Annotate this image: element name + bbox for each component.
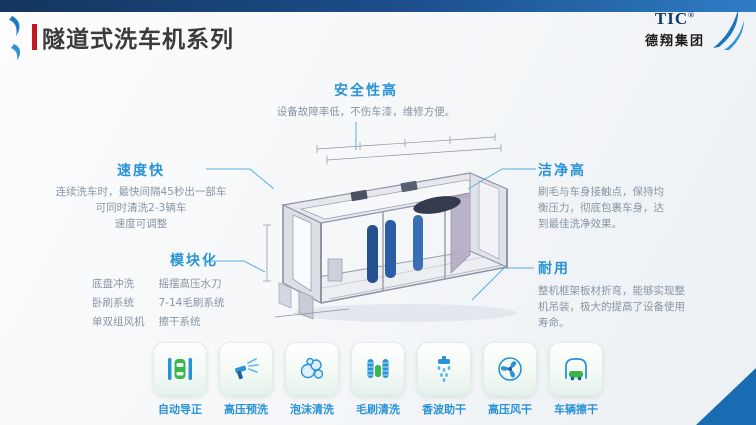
feature-air-dry: 高压风干 [481, 342, 539, 417]
wipe-dry-icon [549, 342, 603, 396]
callout-modular-title: 模块化 [170, 253, 218, 269]
feature-label: 高压风干 [488, 403, 532, 416]
callout-clean: 洁净高 刷毛与车身接触点，保持均衡压力，彻底包裹车身，达到最佳洗净效果。 [538, 160, 674, 232]
feature-pre-wash: 高压预洗 [217, 342, 275, 417]
feature-label: 自动导正 [158, 403, 202, 416]
brand-logo-text: TIC® 德翔集团 [645, 9, 705, 49]
feature-label: 毛刷清洗 [356, 403, 400, 416]
feature-auto-align: 自动导正 [151, 342, 209, 417]
decorative-marks [6, 14, 28, 70]
callout-speed-line-3: 速度可调整 [114, 217, 168, 230]
auto-align-icon [153, 342, 207, 396]
modular-item: 摇摆高压水刀 [158, 278, 222, 290]
callout-safety-body: 设备故障率低，不伤车漆，维修方便。 [276, 106, 456, 118]
title-accent-bar [32, 24, 37, 50]
feature-brush-wash: 毛刷清洗 [349, 342, 407, 417]
callout-clean-title: 洁净高 [538, 163, 586, 179]
corner-accent-triangle [696, 368, 756, 425]
feature-wipe-dry: 车辆擦干 [547, 342, 605, 417]
feature-label: 香波助干 [422, 403, 466, 416]
brand-name: TIC® [654, 9, 696, 28]
callout-speed-title: 速度快 [117, 163, 165, 179]
callout-speed: 速度快 连续洗车时，最快间隔45秒出一部车 可同时清洗2-3辆车 速度可调整 [55, 160, 227, 232]
modular-item: 7-14毛刷系统 [158, 297, 225, 309]
machine-diagram [263, 133, 517, 322]
callout-speed-line-2: 可同时清洗2-3辆车 [95, 201, 187, 214]
callout-speed-line-1: 连续洗车时，最快间隔45秒出一部车 [55, 186, 227, 198]
page-title: 隧道式洗车机系列 [42, 27, 234, 53]
brand-swoosh-icon [713, 10, 744, 50]
registered-mark: ® [688, 10, 696, 20]
callout-durable-title: 耐用 [538, 261, 570, 277]
modular-item: 底盘冲洗 [92, 278, 134, 290]
top-accent-bar [0, 0, 756, 12]
modular-item: 擦干系统 [158, 316, 201, 328]
brush-wash-icon [351, 342, 405, 396]
feature-label: 车辆擦干 [554, 403, 598, 416]
feature-shampoo-dry: 香波助干 [415, 342, 473, 417]
brand-company-name: 德翔集团 [644, 34, 705, 49]
feature-label: 泡沫清洗 [290, 403, 334, 416]
callout-durable-body: 整机框架板材折弯，能够实现整机吊装，极大的提高了设备使用寿命。 [538, 285, 685, 329]
brand-logo: TIC® 德翔集团 [645, 6, 746, 52]
modular-item: 卧刷系统 [92, 297, 134, 309]
air-dry-icon [483, 342, 537, 396]
comma-marks-icon [9, 16, 21, 60]
foam-wash-icon [285, 342, 339, 396]
feature-foam-wash: 泡沫清洗 [283, 342, 341, 417]
pre-wash-icon [219, 342, 273, 396]
callout-modular-list: 底盘冲洗 摇摆高压水刀 卧刷系统 7-14毛刷系统 单双组风机 擦干系统 [92, 276, 224, 329]
feature-row: 自动导正 高压预洗 [0, 342, 756, 417]
callout-clean-body: 刷毛与车身接触点，保持均衡压力，彻底包裹车身，达到最佳洗净效果。 [538, 186, 664, 230]
callout-durable: 耐用 [538, 258, 570, 278]
callout-safety-title: 安全性高 [334, 83, 398, 99]
modular-item: 单双组风机 [92, 316, 145, 328]
callout-modular: 模块化 [170, 250, 218, 270]
callout-safety: 安全性高 设备故障率低，不伤车漆，维修方便。 [256, 80, 476, 121]
callout-speed-body: 连续洗车时，最快间隔45秒出一部车 可同时清洗2-3辆车 速度可调整 [55, 185, 227, 232]
shampoo-dry-icon [417, 342, 471, 396]
feature-label: 高压预洗 [224, 403, 268, 416]
